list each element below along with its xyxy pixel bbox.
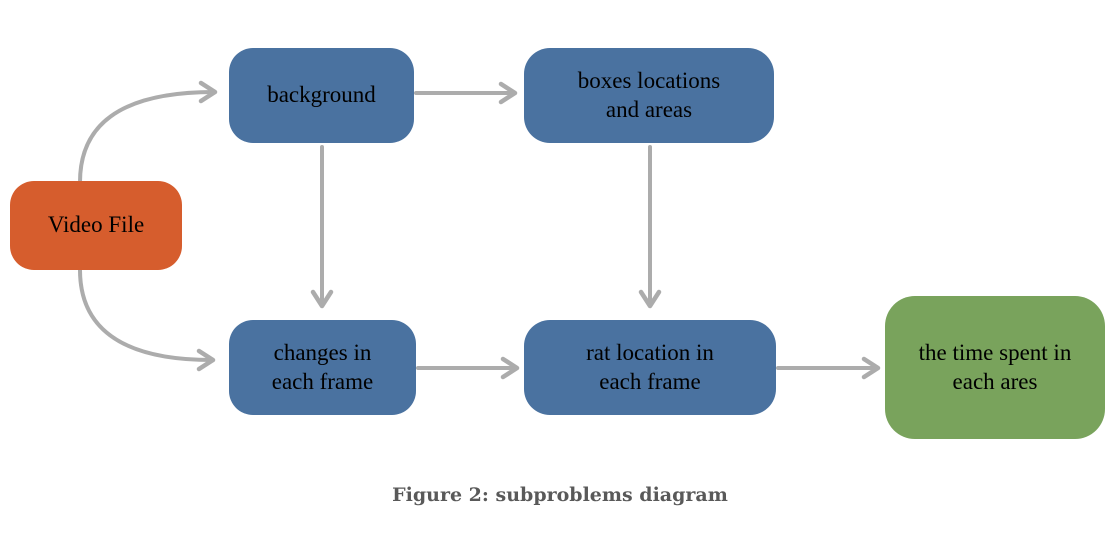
node-rat-location-in-each-frame: rat location in each frame: [524, 320, 776, 415]
node-boxes-locations-and-areas: boxes locations and areas: [524, 48, 774, 143]
node-changes-in-each-frame: changes in each frame: [229, 320, 416, 415]
figure-caption: Figure 2: subproblems diagram: [392, 484, 728, 506]
node-background: background: [229, 48, 414, 143]
edge-videofile-to-background: [78, 80, 218, 184]
node-time-spent-in-each-area: the time spent in each ares: [885, 296, 1105, 439]
node-video-file: Video File: [10, 181, 182, 270]
edge-videofile-to-changes: [78, 268, 216, 372]
